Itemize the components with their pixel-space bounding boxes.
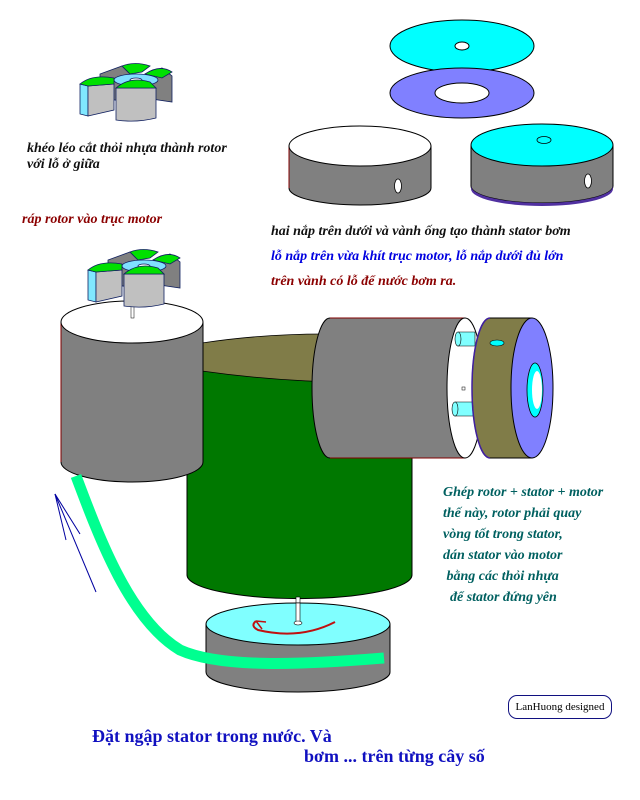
holes-fit-caption: lỗ nắp trên vừa khít trục motor, lỗ nắp … [271,249,564,264]
water-hose-icon [70,474,385,669]
rim-tube-icon [288,125,432,206]
stator-icon [470,123,614,206]
assembly-line-3: vòng tốt trong stator, [443,527,563,542]
assembly-line-6: để stator đứng yên [443,590,557,605]
rotor-mount-caption: ráp rotor vào trục motor [22,212,163,227]
assembly-caption: Ghép rotor + stator + motor thế này, rot… [443,482,603,608]
assembly-line-1: Ghép rotor + stator + motor [443,485,604,500]
title-line-1: Đặt ngập stator trong nước. Và [92,726,332,746]
rim-hole-caption: trên vành có lỗ để nước bơm ra. [271,274,457,289]
designer-badge: LanHuong designed [508,695,612,719]
top-cap-disc-icon [389,19,535,73]
mounted-rotor-icon [87,249,181,308]
assembly-line-2: thế này, rotor phải quay [443,506,582,521]
horizontal-motor-cylinder [311,317,484,459]
rotor-cut-line-2: với lỗ ở giữa [27,157,100,172]
rotor-cut-caption: khéo léo cắt thỏi nhựa thành rotor với l… [27,141,227,173]
rotor-housing-cylinder [60,300,204,483]
bottom-cap-disc-icon [389,67,535,119]
pump-icon [205,602,391,693]
assembly-line-4: dán stator vào motor [443,548,563,563]
assembly-line-5: bằng các thỏi nhựa [443,569,559,584]
side-stator-icon [471,317,554,459]
flow-arrow-icon [54,493,97,593]
rotor-cut-line-1: khéo léo cắt thỏi nhựa thành rotor [27,141,227,156]
title-line-2: bơm ... trên từng cây số [304,746,485,766]
rotor-icon [79,63,173,122]
stator-build-caption: hai nắp trên dưới và vành ống tạo thành … [271,224,571,239]
rotation-arrow-icon [252,620,336,635]
